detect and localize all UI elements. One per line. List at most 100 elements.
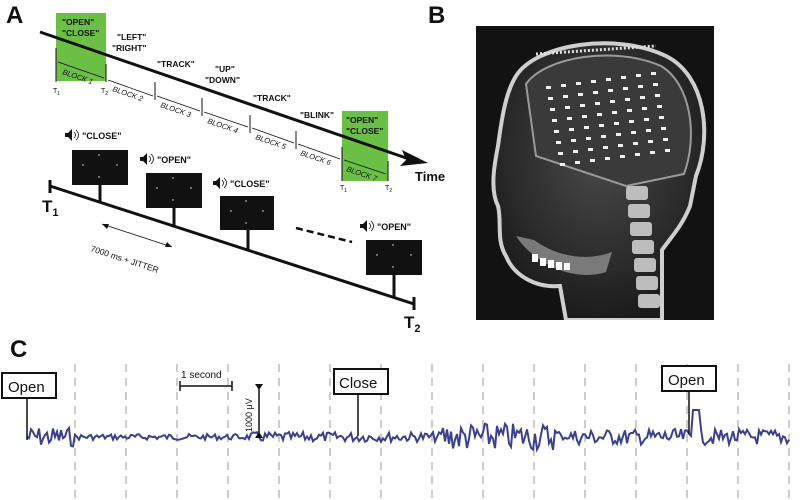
electrode xyxy=(631,131,636,134)
interval-arrowhead-left xyxy=(102,224,109,229)
cue-b6-blink: "BLINK" xyxy=(300,110,334,120)
cue-b2-right: "RIGHT" xyxy=(112,43,147,53)
speaker-icon xyxy=(65,129,79,141)
staples xyxy=(535,44,657,56)
electrode xyxy=(623,87,628,90)
t2-small-b7: T2 xyxy=(385,185,392,194)
svg-text:*: * xyxy=(156,187,158,193)
panel-a-diagram: Time BLOCK 1 BLOCK 2 BLOCK 3 BLOCK 4 B xyxy=(39,13,445,335)
electrode xyxy=(603,146,608,149)
electrode xyxy=(659,116,664,119)
svg-text:*: * xyxy=(392,244,394,250)
electrode xyxy=(633,142,638,145)
trial-cue-4: "OPEN" xyxy=(377,222,411,232)
cue-b4-down: "DOWN" xyxy=(205,75,240,85)
svg-text:*: * xyxy=(190,187,192,193)
electrode xyxy=(563,95,568,98)
amp-scale-bottom xyxy=(255,432,263,438)
event-close: Close xyxy=(333,368,389,436)
timeline-arrowhead xyxy=(400,150,428,166)
panel-c-letter: C xyxy=(10,336,28,363)
electrode xyxy=(554,130,559,133)
electrode xyxy=(610,100,615,103)
electrode xyxy=(625,98,630,101)
svg-text:*: * xyxy=(172,177,174,183)
electrode xyxy=(663,138,668,141)
electrode xyxy=(548,97,553,100)
trial-screen-2: **** xyxy=(146,173,202,226)
electrode xyxy=(552,119,557,122)
continuation-dashes xyxy=(295,226,353,244)
electrode xyxy=(640,96,645,99)
electrode xyxy=(650,151,655,154)
electrode xyxy=(558,152,563,155)
t1-small-b7: T1 xyxy=(340,185,347,194)
big-t2: T2 xyxy=(404,313,421,335)
event-label-open-1: Open xyxy=(8,379,45,396)
electrode xyxy=(616,133,621,136)
t1-small: T1 xyxy=(53,88,60,97)
cue-b5-track: "TRACK" xyxy=(253,93,291,103)
electrode xyxy=(556,141,561,144)
trial-screen-4: **** xyxy=(366,240,422,298)
electrode xyxy=(569,128,574,131)
electrode xyxy=(584,126,589,129)
svg-text:*: * xyxy=(262,210,264,216)
electrode xyxy=(571,139,576,142)
trial-cue-3: "CLOSE" xyxy=(230,179,270,189)
block-span-arrows xyxy=(57,61,387,175)
teeth xyxy=(532,254,570,270)
block-label-4: BLOCK 4 xyxy=(206,116,239,135)
panel-a-letter: A xyxy=(6,2,24,29)
skull-inner xyxy=(524,54,692,188)
amp-scale-label: 1000 μV xyxy=(244,398,254,432)
electrode xyxy=(591,80,596,83)
event-label-close: Close xyxy=(339,375,377,392)
cue-b7-open: "OPEN" xyxy=(346,115,378,125)
electrode xyxy=(606,78,611,81)
eeg-trace xyxy=(26,409,790,453)
electrode xyxy=(565,106,570,109)
electrode xyxy=(646,129,651,132)
electrode xyxy=(655,94,660,97)
trial-cue-1: "CLOSE" xyxy=(82,131,122,141)
event-label-open-2: Open xyxy=(668,372,705,389)
electrode xyxy=(560,163,565,166)
time-scale-label: 1 second xyxy=(181,370,222,381)
electrode xyxy=(586,137,591,140)
svg-text:*: * xyxy=(98,176,100,182)
interval-arrow xyxy=(101,223,173,248)
cue-b3-track: "TRACK" xyxy=(157,59,195,69)
block-label-3: BLOCK 3 xyxy=(159,100,193,119)
electrode xyxy=(620,155,625,158)
electrode xyxy=(576,82,581,85)
electrode xyxy=(546,86,551,89)
spine xyxy=(626,186,660,308)
electrode xyxy=(597,113,602,116)
electrode xyxy=(599,124,604,127)
xray-image xyxy=(476,26,714,320)
svg-text:*: * xyxy=(376,254,378,260)
svg-text:*: * xyxy=(98,154,100,160)
electrode xyxy=(605,157,610,160)
electrode xyxy=(627,109,632,112)
event-open-1: Open xyxy=(1,372,57,440)
green-block-7 xyxy=(342,111,388,181)
electrode xyxy=(601,135,606,138)
amp-scale-top xyxy=(255,384,263,390)
svg-text:*: * xyxy=(230,210,232,216)
svg-text:*: * xyxy=(392,266,394,272)
interval-arrowhead-right xyxy=(165,242,172,247)
trial-cue-2: "OPEN" xyxy=(157,155,191,165)
event-open-2: Open xyxy=(661,365,717,434)
svg-text:*: * xyxy=(245,200,247,206)
electrode xyxy=(657,105,662,108)
speaker-icon xyxy=(213,177,227,189)
electrode xyxy=(612,111,617,114)
electrode xyxy=(550,108,555,111)
svg-text:*: * xyxy=(82,164,84,170)
speaker-icon xyxy=(140,153,154,165)
electrode xyxy=(665,149,670,152)
trial-screen-3: **** xyxy=(220,196,274,250)
